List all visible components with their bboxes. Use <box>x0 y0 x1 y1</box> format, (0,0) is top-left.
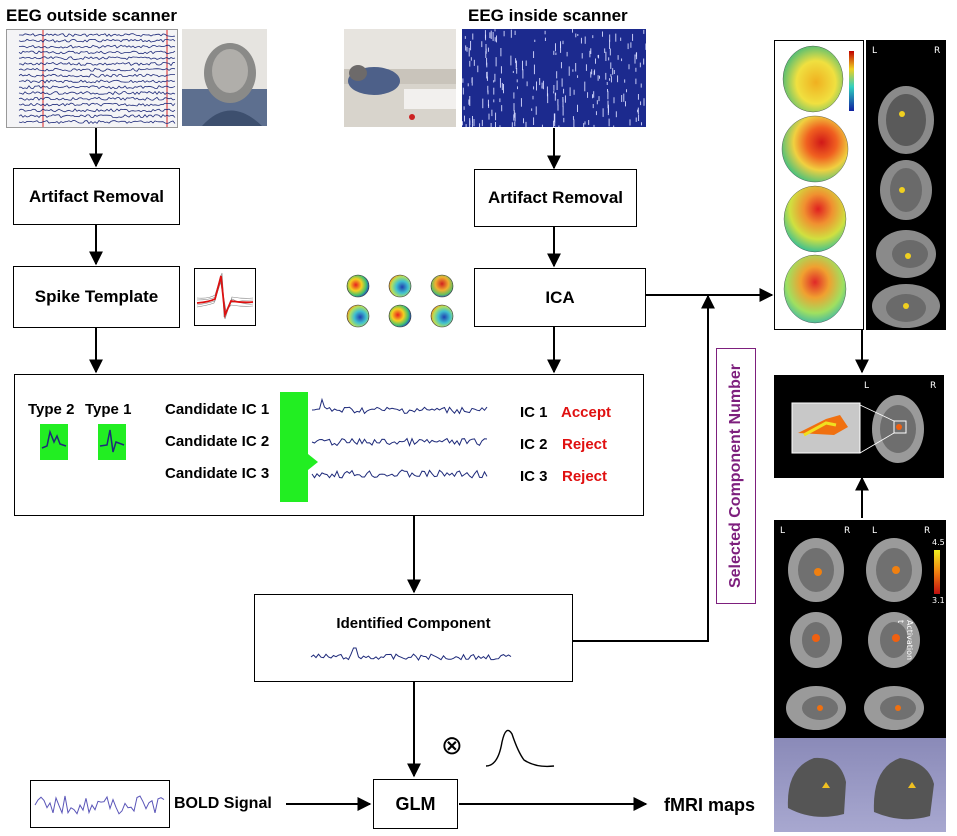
mri-right-marker: R <box>934 46 941 56</box>
eeg-inside-trace-image <box>462 29 646 127</box>
ica-box: ICA <box>474 268 646 327</box>
3d-render-panel <box>774 738 946 832</box>
identified-component-label: Identified Component <box>336 615 491 632</box>
ic3-decision: Reject <box>562 468 608 485</box>
candidate-ic3-label: Candidate IC 3 <box>165 465 270 482</box>
activation-label: Activation t <box>896 620 914 661</box>
ic1-decision: Accept <box>561 404 612 421</box>
eeg-outside-title: EEG outside scanner <box>6 6 177 25</box>
fmri-left-marker: L <box>780 526 786 536</box>
ic2-label: IC 2 <box>520 436 548 453</box>
zoom-right-marker: R <box>930 381 937 391</box>
candidate-ic2-label: Candidate IC 2 <box>165 433 270 450</box>
type1-template-thumb <box>98 424 126 460</box>
eeg-inside-title: EEG inside scanner <box>468 6 628 25</box>
zoom-left-marker: L <box>864 381 870 391</box>
mri-left-marker: L <box>872 46 878 56</box>
fmri-left-marker-2: L <box>872 526 878 536</box>
bold-signal-trace <box>30 780 170 828</box>
identified-component-box: Identified Component <box>254 594 573 682</box>
fmri-maps-label: fMRI maps <box>664 795 756 815</box>
eeg-outside-trace-image <box>6 29 178 128</box>
glm-box: GLM <box>373 779 458 829</box>
bold-signal-label: BOLD Signal <box>174 795 272 812</box>
head-topomap-panel <box>774 40 864 330</box>
candidate-ic1-label: Candidate IC 1 <box>165 401 270 418</box>
activation-min: 3.1 <box>932 596 945 605</box>
ic1-label: IC 1 <box>520 404 548 421</box>
ic3-label: IC 3 <box>520 468 548 485</box>
spike-template-waveform <box>194 268 256 326</box>
type1-label: Type 1 <box>85 401 132 418</box>
type2-label: Type 2 <box>28 401 75 418</box>
patient-photo-outside <box>182 29 267 126</box>
artifact-removal-right: Artifact Removal <box>474 169 637 227</box>
line-identified-to-selected <box>573 294 715 642</box>
fmri-right-marker: R <box>844 526 851 536</box>
activation-max: 4.5 <box>932 538 945 547</box>
fmri-activation-panel: L R L R 4.5 3.1 Activation t <box>774 520 946 738</box>
ic2-decision: Reject <box>562 436 608 453</box>
convolution-symbol: ⊗ <box>441 731 463 761</box>
selected-component-label: Selected Component Number <box>716 348 756 604</box>
artifact-removal-left: Artifact Removal <box>13 168 180 225</box>
mri-slices-panel: L R <box>866 40 946 330</box>
type2-template-thumb <box>40 424 68 460</box>
scanner-photo-inside <box>344 29 456 127</box>
hrf-curve <box>484 722 556 772</box>
ic-trace-area <box>280 392 510 502</box>
spike-template-box: Spike Template <box>13 266 180 328</box>
zoomed-activation-panel: L R <box>774 375 944 478</box>
fmri-right-marker-2: R <box>924 526 931 536</box>
ica-topomap-grid <box>340 270 470 332</box>
